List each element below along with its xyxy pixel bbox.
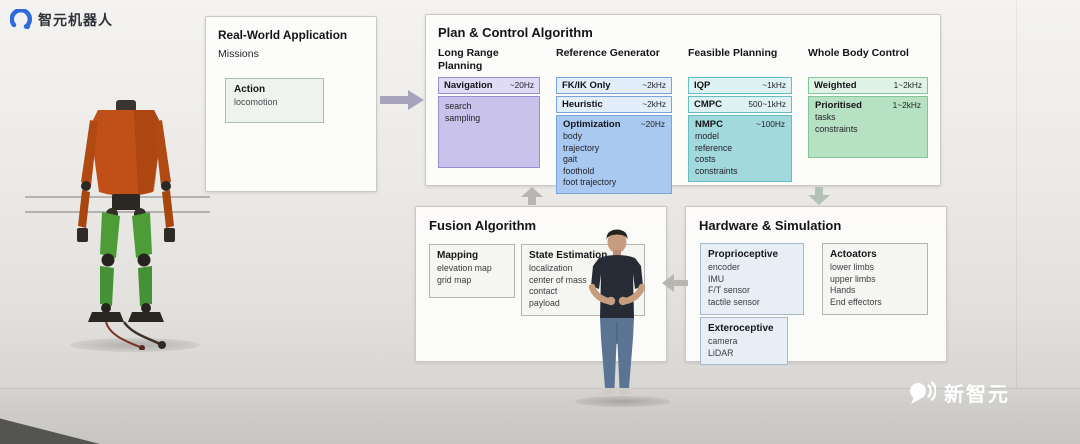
navigation-body: search sampling [438, 96, 540, 168]
action-item: locomotion [234, 97, 278, 107]
actuators-items: lower limbs upper limbs Hands End effect… [830, 262, 882, 308]
box-cmpc: CMPC 500~1kHz [688, 96, 792, 113]
stage-floor [0, 389, 1080, 444]
box-exteroceptive: Exteroceptive camera LiDAR [700, 317, 788, 366]
fusion-title: Fusion Algorithm [429, 218, 537, 233]
box-mapping: Mapping elevation map grid map [429, 244, 515, 298]
action-box: Action locomotion [225, 78, 324, 123]
column-heading: Reference Generator [556, 47, 660, 59]
plan-control-columns: Long Range Planning Navigation ~20Hz sea… [438, 47, 928, 195]
action-title: Action [234, 84, 266, 95]
column-whole-body-control: Whole Body Control Weighted 1~2kHz Prior… [808, 47, 928, 194]
box-fkik-only: FK/IK Only ~2kHz [556, 77, 672, 94]
arrow-down-icon [808, 187, 830, 205]
presenter-shadow [575, 396, 670, 407]
column-feasible-planning: Feasible Planning IQP ~1kHz CMPC 500~1kH… [688, 47, 792, 194]
agibot-logo-icon [10, 9, 32, 30]
wall-seam [1016, 0, 1017, 389]
wall-floor-seam [0, 388, 1080, 389]
presenter-figure [588, 229, 646, 396]
box-iqp: IQP ~1kHz [688, 77, 792, 94]
navigation-items: search sampling [445, 101, 481, 123]
column-reference-generator: Reference Generator FK/IK Only ~2kHz Heu… [556, 47, 672, 195]
real-world-title: Real-World Application [218, 28, 348, 42]
panel-plan-control-algorithm: Plan & Control Algorithm Long Range Plan… [425, 14, 941, 195]
proprioceptive-items: encoder IMU F/T sensor tactile sensor [708, 262, 760, 308]
column-heading: Long Range Planning [438, 47, 499, 72]
box-prioritised: Prioritised 1~2kHz tasks constraints [808, 96, 928, 158]
arrow-up-icon [521, 187, 543, 205]
broadcast-bubble-icon [910, 380, 936, 404]
hardware-title: Hardware & Simulation [699, 218, 842, 233]
nmpc-items: model reference costs constraints [695, 131, 738, 176]
mapping-items: elevation map grid map [437, 263, 492, 285]
arrow-right-icon [380, 90, 424, 110]
brand-name: 智元机器人 [38, 12, 113, 28]
box-heuristic: Heuristic ~2kHz [556, 96, 672, 113]
optimization-items: body trajectory gait foothold foot traje… [563, 131, 617, 188]
column-heading: Whole Body Control [808, 47, 909, 59]
box-actuators: Actoators lower limbs upper limbs Hands … [822, 243, 928, 315]
box-optimization: Optimization ~20Hz body trajectory gait … [556, 115, 672, 195]
state-estimation-items: localization center of mass contact payl… [529, 263, 587, 309]
panel-hardware-simulation: Hardware & Simulation Proprioceptive enc… [685, 206, 947, 366]
watermark: 新智元 [908, 378, 1010, 407]
brand-logo: 智元机器人 [10, 9, 113, 31]
column-heading: Feasible Planning [688, 47, 778, 59]
box-proprioceptive: Proprioceptive encoder IMU F/T sensor ta… [700, 243, 804, 315]
arrow-left-icon [662, 274, 688, 292]
box-nmpc: NMPC ~100Hz model reference costs constr… [688, 115, 792, 183]
plan-control-title: Plan & Control Algorithm [438, 25, 593, 40]
humanoid-robot-render [77, 100, 175, 350]
real-world-subtitle: Missions [218, 48, 259, 60]
panel-real-world-application: Real-World Application Missions Action l… [205, 16, 377, 192]
box-weighted: Weighted 1~2kHz [808, 77, 928, 94]
watermark-text: 新智元 [944, 384, 1010, 406]
box-navigation: Navigation ~20Hz [438, 77, 540, 94]
prioritised-items: tasks constraints [815, 112, 858, 134]
column-long-range-planning: Long Range Planning Navigation ~20Hz sea… [438, 47, 540, 194]
exteroceptive-items: camera LiDAR [708, 336, 738, 358]
